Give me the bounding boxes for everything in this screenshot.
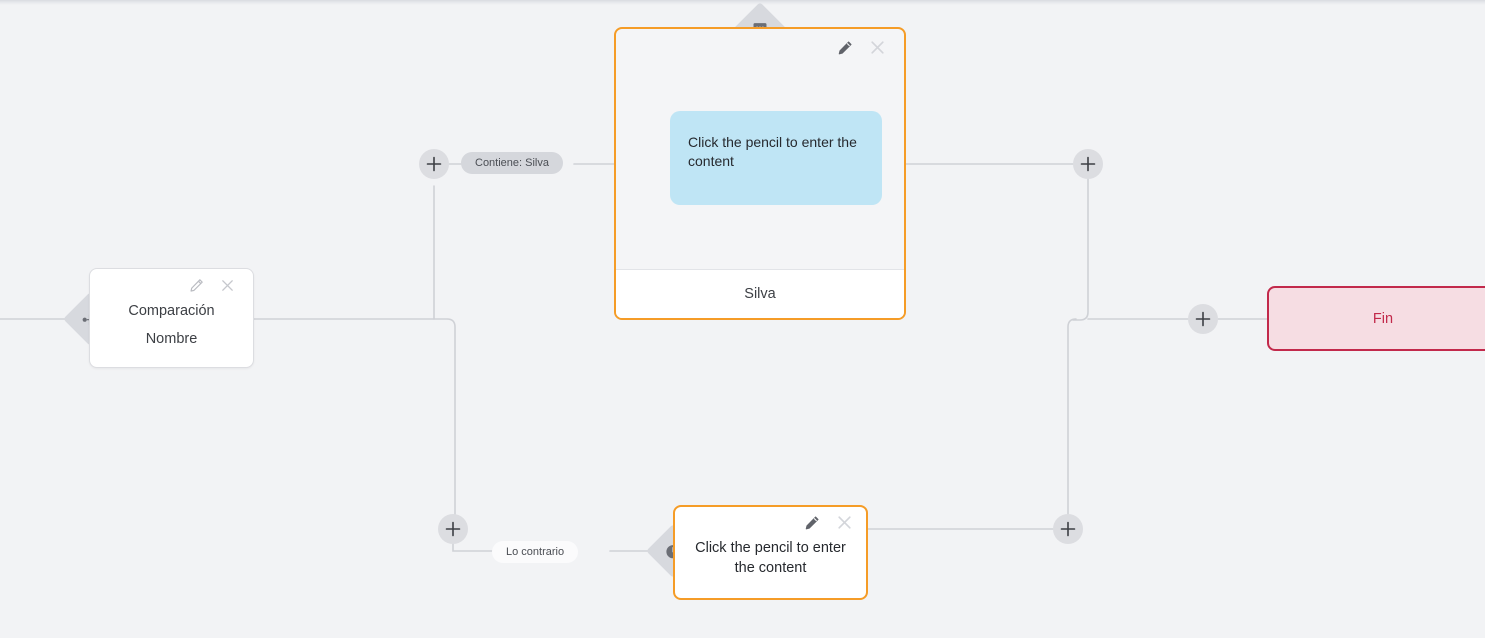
pencil-icon[interactable] xyxy=(837,40,853,56)
add-node-button-before-end[interactable] xyxy=(1188,304,1218,334)
add-node-button-after-wait[interactable] xyxy=(1053,514,1083,544)
plus-icon xyxy=(445,521,461,537)
comparison-node-body: Comparación Nombre xyxy=(90,269,253,354)
close-icon[interactable] xyxy=(836,514,853,531)
comparison-node[interactable]: Comparación Nombre xyxy=(89,268,254,368)
plus-icon xyxy=(1080,156,1096,172)
wait-node-actions xyxy=(804,514,853,531)
add-node-button-true-branch[interactable] xyxy=(419,149,449,179)
comparison-node-actions xyxy=(189,278,235,293)
message-node[interactable]: Click the pencil to enter the content Si… xyxy=(614,27,906,320)
message-node-actions xyxy=(837,39,886,56)
plus-icon xyxy=(1060,521,1076,537)
end-node-label: Fin xyxy=(1372,310,1394,327)
plus-icon xyxy=(1195,311,1211,327)
edge-label-true-branch[interactable]: Contiene: Silva xyxy=(461,152,563,174)
message-node-footer: Silva xyxy=(616,269,904,318)
pencil-icon[interactable] xyxy=(804,515,820,531)
wait-node[interactable]: Click the pencil to enter the content xyxy=(673,505,868,600)
comparison-node-title: Comparación xyxy=(128,303,215,319)
close-icon[interactable] xyxy=(869,39,886,56)
message-node-body: Click the pencil to enter the content xyxy=(616,29,904,269)
pencil-icon[interactable] xyxy=(189,278,204,293)
edge-comparison-to-false xyxy=(253,318,464,530)
add-node-button-after-message[interactable] xyxy=(1073,149,1103,179)
edge-false-to-label xyxy=(452,543,493,552)
wait-node-text[interactable]: Click the pencil to enter the content xyxy=(695,539,846,576)
message-content-bubble[interactable]: Click the pencil to enter the content xyxy=(670,111,882,205)
end-node[interactable]: Fin xyxy=(1267,286,1485,351)
top-chrome-strip xyxy=(0,0,1485,5)
plus-icon xyxy=(426,156,442,172)
close-icon[interactable] xyxy=(220,278,235,293)
add-node-button-false-branch[interactable] xyxy=(438,514,468,544)
edge-wait-merge-up xyxy=(1067,318,1077,515)
edge-message-merge-down xyxy=(1072,178,1089,321)
edge-label-false-branch[interactable]: Lo contrario xyxy=(492,541,579,563)
comparison-node-subtitle: Nombre xyxy=(145,331,198,348)
